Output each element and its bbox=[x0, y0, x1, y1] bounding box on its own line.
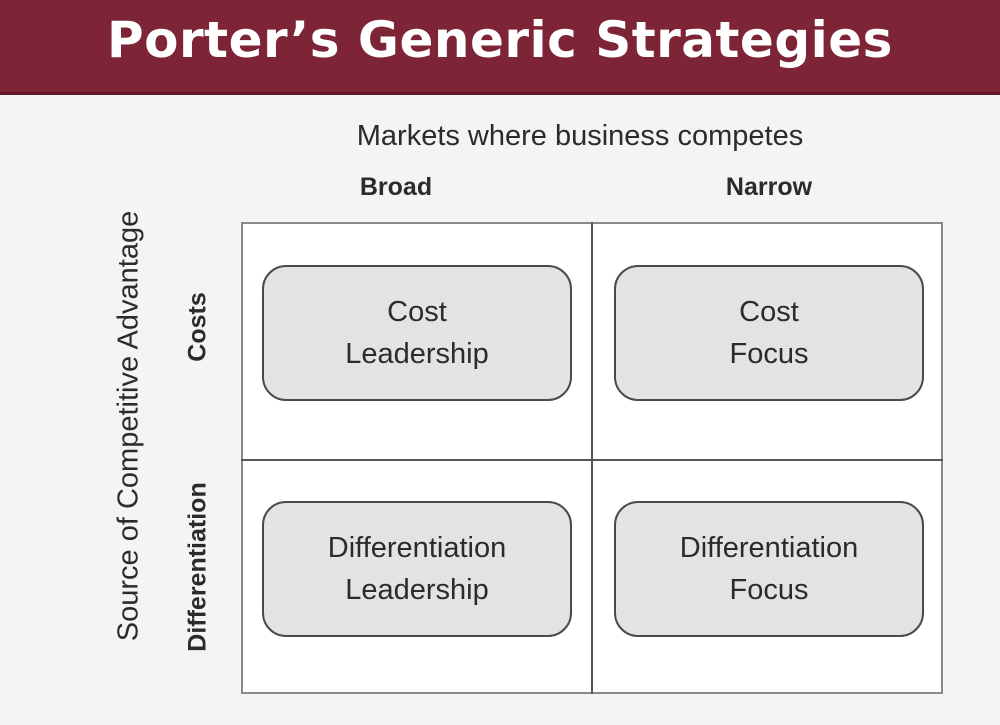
cell-cost-focus: Cost Focus bbox=[614, 265, 924, 401]
page-title: Porter’s Generic Strategies bbox=[107, 11, 893, 69]
row-label-costs: Costs bbox=[183, 292, 212, 362]
y-axis-title: Source of Competitive Advantage bbox=[112, 210, 145, 642]
column-label-narrow: Narrow bbox=[725, 173, 813, 201]
cell-cost-leadership-line2: Leadership bbox=[345, 338, 489, 370]
cell-cost-focus-line2: Focus bbox=[729, 338, 809, 370]
cell-differentiation-focus-line2: Focus bbox=[729, 574, 809, 606]
cell-differentiation-focus: Differentiation Focus bbox=[614, 501, 924, 637]
cell-cost-focus-line1: Cost bbox=[739, 296, 799, 328]
cell-differentiation-leadership-line1: Differentiation bbox=[327, 532, 507, 564]
column-label-broad: Broad bbox=[359, 173, 433, 201]
row-label-differentiation: Differentiation bbox=[183, 482, 212, 652]
cell-cost-leadership-line1: Cost bbox=[387, 296, 447, 328]
cell-cost-leadership: Cost Leadership bbox=[262, 265, 572, 401]
cell-differentiation-leadership-line2: Leadership bbox=[345, 574, 489, 606]
title-bar bbox=[0, 0, 1000, 95]
matrix-vertical-divider bbox=[591, 222, 593, 694]
matrix-horizontal-divider bbox=[241, 459, 943, 461]
x-axis-title: Markets where business competes bbox=[356, 120, 804, 152]
cell-differentiation-leadership: Differentiation Leadership bbox=[262, 501, 572, 637]
cell-differentiation-focus-line1: Differentiation bbox=[679, 532, 859, 564]
